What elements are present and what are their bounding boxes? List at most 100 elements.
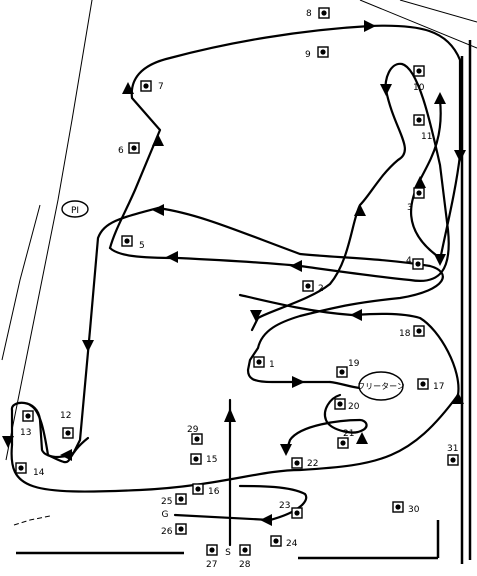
arrow-left-18	[350, 309, 362, 321]
arrow-up-17	[452, 392, 464, 404]
paddock-marker: PI	[61, 200, 89, 218]
arrow-down-4	[434, 254, 446, 266]
cone-label-22: 22	[307, 459, 318, 469]
arrow-down-22	[280, 444, 292, 456]
cone-label-12: 12	[60, 411, 71, 421]
cone-3: 3	[407, 187, 425, 213]
arrow-right-1	[292, 376, 305, 388]
cone-markers: 1234567891011121314151617181920212223242…	[15, 7, 459, 570]
cone-label-7: 7	[158, 82, 164, 92]
arrow-left-goal	[260, 514, 272, 526]
cone-center-dot	[178, 526, 184, 532]
cone-center-dot	[25, 413, 31, 419]
cone-13: 13	[20, 410, 34, 438]
cone-label-5: 5	[139, 241, 145, 251]
cone-26: 26	[161, 523, 187, 537]
arrow-down-10	[380, 84, 392, 96]
cone-center-dot	[395, 504, 401, 510]
arrow-down-1	[250, 310, 262, 322]
arrow-up-10r	[434, 92, 446, 104]
cone-label-1: 1	[269, 360, 275, 370]
cone-label-8: 8	[306, 9, 312, 19]
cone-label-29: 29	[187, 425, 199, 435]
cone-center-dot	[195, 486, 201, 492]
start-label: S	[225, 548, 231, 558]
cone-center-dot	[294, 460, 300, 466]
cone-label-11: 11	[421, 132, 432, 142]
cone-20: 20	[334, 398, 360, 412]
cone-23: 23	[279, 501, 303, 519]
cone-label-21: 21	[343, 429, 354, 439]
arrow-up-7	[122, 82, 134, 94]
cone-16: 16	[192, 483, 220, 497]
cone-label-13: 13	[20, 428, 31, 438]
arrow-up-6	[152, 134, 164, 146]
cone-center-dot	[18, 465, 24, 471]
free-turn-label: フリーターン	[357, 382, 405, 391]
cone-label-4: 4	[406, 256, 412, 266]
cone-8: 8	[306, 7, 330, 19]
cone-label-31: 31	[447, 444, 458, 454]
cone-6: 6	[118, 142, 140, 156]
cone-center-dot	[194, 436, 200, 442]
cone-center-dot	[131, 145, 137, 151]
cone-5: 5	[121, 235, 145, 251]
free-turn-zone: フリーターン	[357, 371, 405, 401]
cone-label-24: 24	[286, 539, 298, 549]
cone-center-dot	[450, 457, 456, 463]
cone-center-dot	[339, 369, 345, 375]
arrow-left-mid	[166, 251, 178, 263]
arrow-down-left	[82, 340, 94, 352]
course-route	[10, 24, 462, 547]
paddock-label: PI	[71, 206, 79, 216]
cone-center-dot	[124, 238, 130, 244]
cone-22: 22	[291, 457, 318, 469]
cone-center-dot	[143, 83, 149, 89]
cone-center-dot	[178, 496, 184, 502]
cone-17: 17	[417, 378, 444, 392]
cone-center-dot	[420, 381, 426, 387]
cone-21: 21	[337, 429, 354, 449]
cone-center-dot	[65, 430, 71, 436]
cone-27: 27	[206, 544, 218, 570]
cone-label-28: 28	[239, 560, 251, 570]
cone-label-25: 25	[161, 497, 172, 507]
cone-label-15: 15	[206, 455, 217, 465]
cone-center-dot	[305, 283, 311, 289]
cone-center-dot	[416, 190, 422, 196]
cone-30: 30	[392, 501, 420, 515]
cone-12: 12	[60, 411, 74, 439]
cone-label-30: 30	[408, 505, 420, 515]
cone-28: 28	[239, 544, 251, 570]
cone-14: 14	[15, 462, 45, 478]
cone-25: 25	[161, 493, 187, 507]
cone-29: 29	[187, 425, 203, 445]
arrow-down-right	[454, 150, 466, 162]
cone-center-dot	[273, 538, 279, 544]
cone-label-23: 23	[279, 501, 290, 511]
cone-label-14: 14	[33, 468, 45, 478]
arrow-right-top	[364, 20, 376, 32]
cone-center-dot	[242, 547, 248, 553]
cone-label-16: 16	[208, 487, 220, 497]
arrow-left-2	[290, 260, 302, 272]
cone-31: 31	[447, 444, 459, 466]
cone-1: 1	[253, 356, 275, 370]
cone-4: 4	[406, 256, 424, 270]
cone-center-dot	[337, 401, 343, 407]
cone-center-dot	[416, 328, 422, 334]
direction-arrows	[2, 20, 466, 526]
cone-label-3: 3	[407, 203, 413, 213]
cone-center-dot	[340, 440, 346, 446]
arrow-up-21	[356, 432, 368, 444]
cone-24: 24	[270, 535, 298, 549]
cone-label-26: 26	[161, 527, 173, 537]
cone-label-17: 17	[433, 382, 444, 392]
arrow-up-start	[224, 408, 236, 422]
cone-19: 19	[336, 359, 360, 378]
arrow-left-12	[60, 449, 72, 461]
arrow-up-3b	[414, 176, 426, 188]
cone-11: 11	[413, 114, 432, 142]
cone-center-dot	[294, 510, 300, 516]
